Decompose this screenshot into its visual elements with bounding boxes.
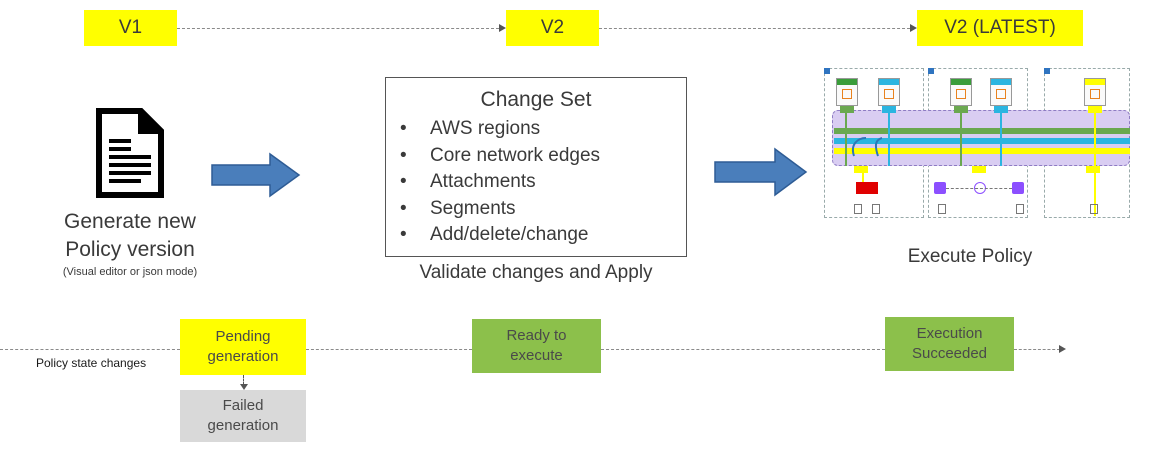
change-set-list: AWS regions Core network edges Attachmen… (400, 116, 600, 249)
version-v1-label: V1 (118, 17, 143, 38)
vpc-icon (836, 78, 858, 106)
vpc-icon (1084, 78, 1106, 106)
segment-band-green (834, 128, 1130, 134)
state-ready-to-execute: Ready to execute (472, 319, 601, 373)
state-timeline-arrowhead (1059, 345, 1066, 353)
change-set-item: Core network edges (400, 143, 600, 170)
state-failed-line2: generation (207, 417, 279, 434)
state-succeeded-line2: Succeeded (911, 345, 988, 362)
vpc-icon (878, 78, 900, 106)
device-icon (854, 204, 862, 214)
state-ready-line2: execute (510, 347, 563, 364)
connector-line (946, 188, 1012, 189)
stage3-caption: Execute Policy (907, 246, 1033, 267)
state-pending-line2: generation (207, 348, 279, 365)
vpc-icon (990, 78, 1012, 106)
state-succeeded-line1: Execution (916, 325, 983, 342)
state-timeline-line-2 (306, 349, 472, 350)
connector-line (862, 166, 864, 190)
device-icon (938, 204, 946, 214)
state-ready-line1: Ready to (506, 327, 567, 344)
version-latest-label: V2 (LATEST) (944, 17, 1056, 38)
change-set-item: Attachments (400, 169, 600, 196)
failure-connector (243, 375, 244, 385)
stage1-note: (Visual editor or json mode) (62, 266, 198, 278)
stage1-caption: Generate new Policy version (Visual edit… (30, 208, 230, 279)
tag-marker (840, 106, 854, 113)
change-set-item: Add/delete/change (400, 222, 600, 249)
state-timeline-line-3 (601, 349, 885, 350)
connect-icon (934, 182, 946, 194)
failure-arrowhead (240, 384, 248, 390)
region-icon (824, 68, 830, 74)
device-icon (1016, 204, 1024, 214)
version-v1-box: V1 (84, 10, 177, 46)
state-timeline-line-1 (0, 349, 180, 350)
tag-marker (854, 166, 868, 173)
region-icon (928, 68, 934, 74)
change-set-box: Change Set AWS regions Core network edge… (385, 77, 687, 257)
state-failed-generation: Failed generation (180, 390, 306, 442)
segment-band-yellow (834, 148, 1130, 154)
version-v2-box: V2 (506, 10, 599, 46)
flow-arrow-2 (714, 147, 808, 197)
state-pending-generation: Pending generation (180, 319, 306, 375)
tag-marker (1086, 166, 1100, 173)
version-latest-box: V2 (LATEST) (917, 10, 1083, 46)
flow-arrow-1 (211, 152, 301, 198)
device-icon (1090, 204, 1098, 214)
tag-marker (1088, 106, 1102, 113)
region-icon (1044, 68, 1050, 74)
state-timeline-line-4 (1014, 349, 1060, 350)
connector-line (845, 106, 847, 166)
document-icon (96, 108, 164, 198)
core-network-diagram (822, 64, 1132, 224)
state-pending-line1: Pending (215, 328, 271, 345)
connector-line (1000, 106, 1002, 166)
stage1-line1: Generate new (64, 210, 196, 233)
version-connector-2-arrowhead (910, 24, 917, 32)
version-connector-1 (177, 28, 499, 29)
tag-marker (972, 166, 986, 173)
tag-marker (954, 106, 968, 113)
tag-marker (994, 106, 1008, 113)
state-changes-label: Policy state changes (36, 356, 147, 370)
red-appliance-icon (856, 182, 878, 194)
connector-line (960, 106, 962, 166)
version-connector-1-arrowhead (499, 24, 506, 32)
version-v2-label: V2 (540, 17, 565, 38)
change-set-title: Change Set (480, 88, 592, 111)
route-curve-icon (852, 137, 882, 157)
vpc-icon (950, 78, 972, 106)
stage1-line2: Policy version (65, 238, 195, 261)
change-set-item: AWS regions (400, 116, 600, 143)
state-execution-succeeded: Execution Succeeded (885, 317, 1014, 371)
state-failed-line1: Failed (222, 397, 264, 414)
stage2-caption: Validate changes and Apply (419, 262, 653, 283)
change-set-item: Segments (400, 196, 600, 223)
version-connector-2 (599, 28, 910, 29)
device-icon (872, 204, 880, 214)
connector-line (888, 106, 890, 166)
connect-icon (1012, 182, 1024, 194)
connector-line (1094, 106, 1096, 216)
segment-band-blue (834, 138, 1130, 144)
tag-marker (882, 106, 896, 113)
